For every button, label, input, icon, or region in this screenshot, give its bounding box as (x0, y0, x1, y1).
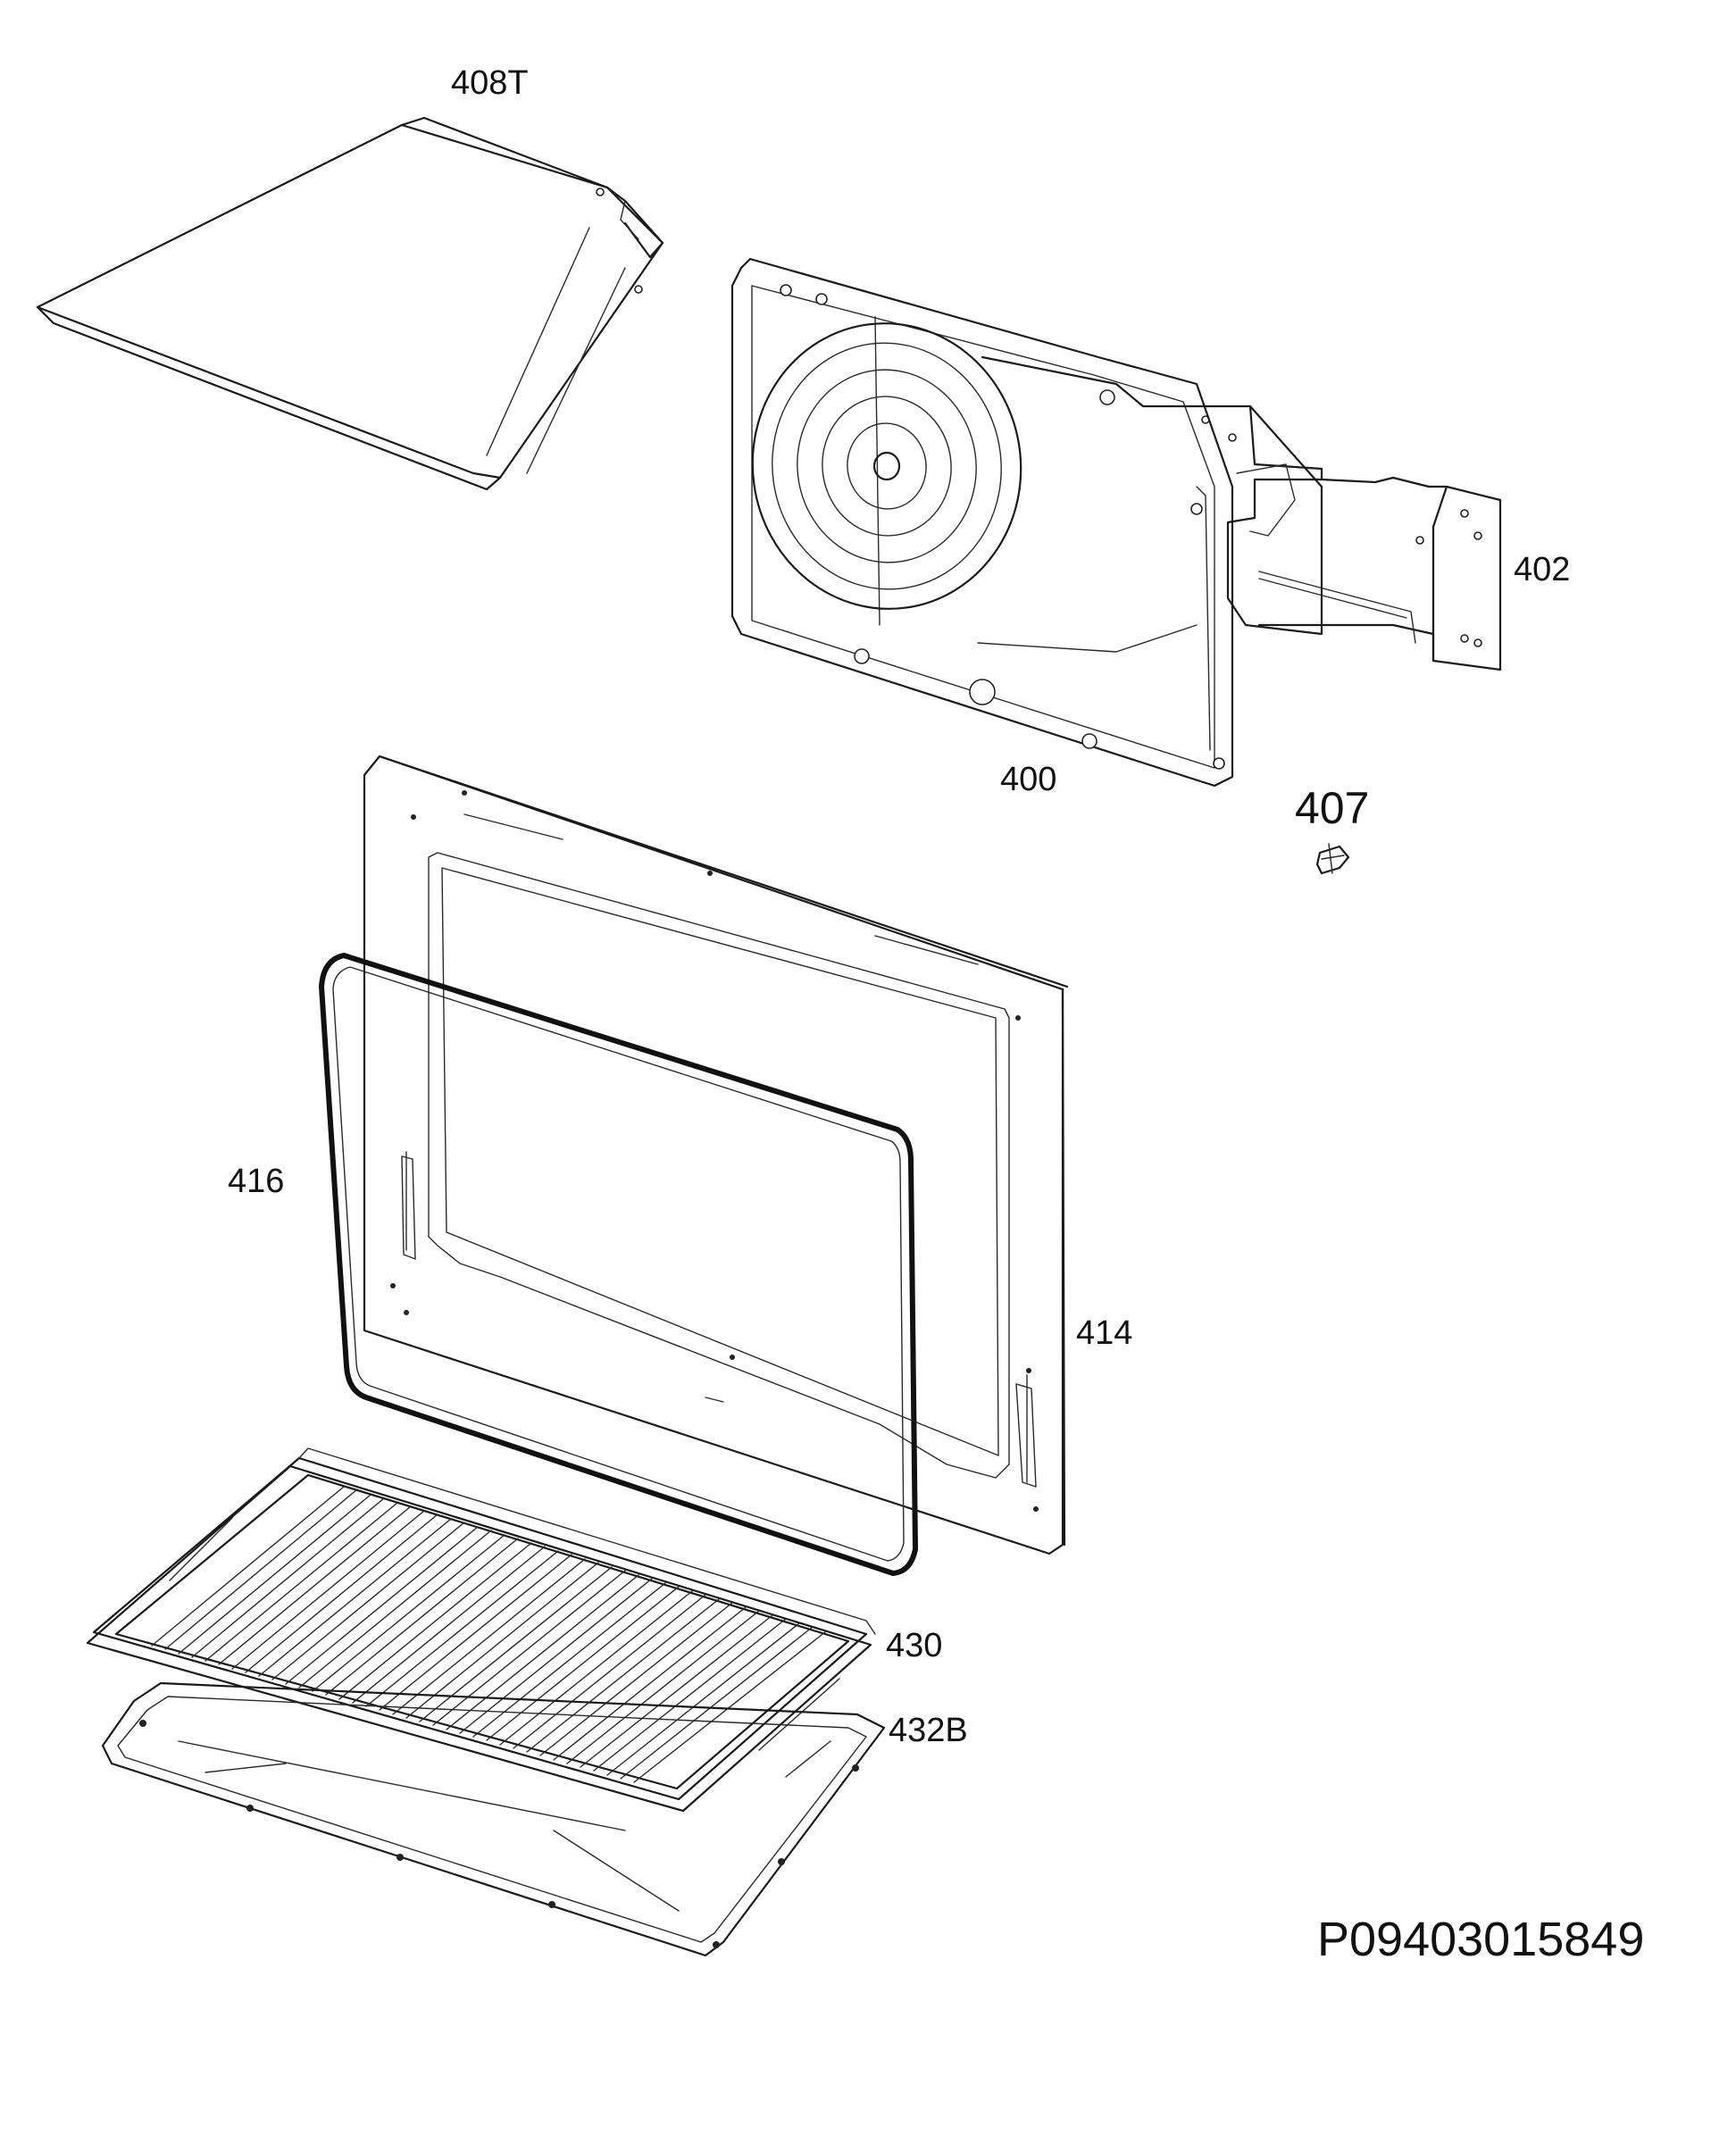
label-416: 416 (228, 1163, 284, 1200)
part-door-seal (319, 953, 918, 1576)
label-408T: 408T (451, 64, 529, 102)
part-grid-shelf (86, 1447, 876, 1813)
label-402: 402 (1514, 551, 1570, 588)
part-fan-cover (730, 257, 1234, 788)
part-tray (101, 1681, 886, 1957)
part-clip (1315, 843, 1350, 875)
part-rear-panel (981, 355, 1502, 671)
document-code: P09403015849 (1317, 1913, 1644, 1966)
label-414: 414 (1076, 1314, 1132, 1352)
part-top-cover (36, 116, 664, 491)
label-432B: 432B (889, 1712, 968, 1749)
label-400: 400 (1000, 761, 1056, 798)
part-front-frame (363, 755, 1069, 1555)
label-407: 407 (1295, 783, 1369, 833)
label-430: 430 (886, 1627, 942, 1664)
shelf-wires (151, 1486, 827, 1783)
